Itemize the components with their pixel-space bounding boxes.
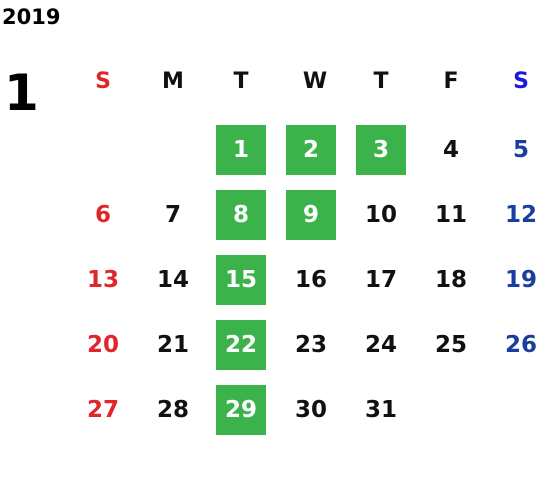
week-row: 27 28 29 30 31 <box>68 385 548 450</box>
day-cell: 20 <box>86 332 119 358</box>
day-cell: 24 <box>364 332 397 358</box>
day-cell: 6 <box>94 202 111 228</box>
weekday-wednesday: W <box>302 68 328 94</box>
day-cell: 23 <box>294 332 327 358</box>
day-cell: 12 <box>504 202 537 228</box>
day-cell: 26 <box>504 332 537 358</box>
week-row: 20 21 22 23 24 25 26 <box>68 320 548 385</box>
day-cell-highlighted: 15 <box>216 255 266 305</box>
day-cell-highlighted: 29 <box>216 385 266 435</box>
day-cell-highlighted: 9 <box>286 190 336 240</box>
day-cell: 10 <box>364 202 397 228</box>
day-cell: 11 <box>434 202 467 228</box>
day-cell: 31 <box>364 397 397 423</box>
day-cell: 18 <box>434 267 467 293</box>
weekday-saturday: S <box>513 68 529 94</box>
weekday-sunday: S <box>95 68 111 94</box>
day-cell: 21 <box>156 332 189 358</box>
day-cell: 30 <box>294 397 327 423</box>
day-cell: 5 <box>512 137 529 163</box>
weekday-header-row: S M T W T F S <box>68 60 548 102</box>
day-cell: 7 <box>164 202 181 228</box>
day-cell-highlighted: 1 <box>216 125 266 175</box>
day-cell-highlighted: 22 <box>216 320 266 370</box>
weekday-friday: F <box>443 68 459 94</box>
day-cell: 25 <box>434 332 467 358</box>
weekday-monday: M <box>162 68 184 94</box>
day-cell: 27 <box>86 397 119 423</box>
day-cell: 13 <box>86 267 119 293</box>
month-label: 1 <box>4 64 39 122</box>
day-cell: 17 <box>364 267 397 293</box>
day-cell: 16 <box>294 267 327 293</box>
week-row: 13 14 15 16 17 18 19 <box>68 255 548 320</box>
day-cell: 4 <box>442 137 459 163</box>
weekday-tuesday: T <box>233 68 249 94</box>
day-cell: 14 <box>156 267 189 293</box>
day-cell: 19 <box>504 267 537 293</box>
year-label: 2019 <box>2 5 61 29</box>
day-cell-highlighted: 2 <box>286 125 336 175</box>
weekday-thursday: T <box>373 68 389 94</box>
day-cell: 28 <box>156 397 189 423</box>
day-cell-highlighted: 3 <box>356 125 406 175</box>
day-cell-highlighted: 8 <box>216 190 266 240</box>
